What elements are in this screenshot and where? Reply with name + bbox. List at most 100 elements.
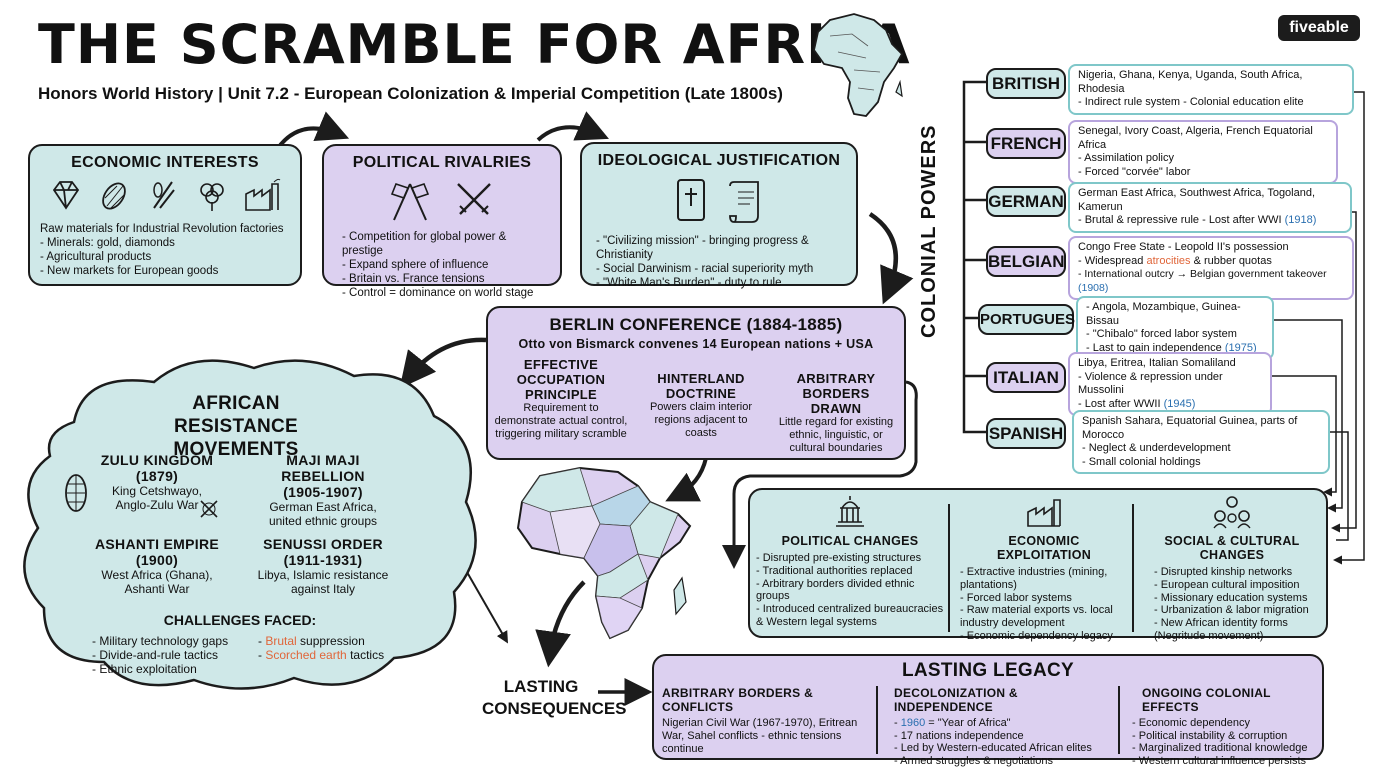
power-info: Congo Free State - Leopold II's possessi… xyxy=(1068,236,1354,300)
power-info: - Angola, Mozambique, Guinea-Bissau- "Ch… xyxy=(1076,296,1274,360)
change-item: Economic dependency legacy xyxy=(960,630,1128,643)
political-item: Competition for global power & prestige xyxy=(342,230,548,258)
political-item: Britain vs. France tensions xyxy=(342,272,548,286)
diamond-icon xyxy=(52,181,79,210)
brand-logo: fiveable xyxy=(1278,15,1360,41)
power-portuguese: PORTUGUESE xyxy=(978,304,1085,335)
legacy-item: Armed struggles & negotiations xyxy=(894,755,1114,768)
resistance-cloud-shape xyxy=(23,359,477,690)
ideological-item: Social Darwinism - racial superiority my… xyxy=(596,262,846,276)
factory-icon xyxy=(1027,499,1061,527)
ideological-justification-box: IDEOLOGICAL JUSTIFICATION "Civilizing mi… xyxy=(580,142,858,289)
challenge-item: Scorched earth tactics xyxy=(258,648,384,662)
power-spanish: SPANISH xyxy=(986,418,1066,449)
rubber-icon xyxy=(153,181,175,209)
arrow-berlin-to-changes xyxy=(722,380,918,569)
power-info: Senegal, Ivory Coast, Algeria, French Eq… xyxy=(1068,120,1338,184)
power-british: BRITISH xyxy=(986,68,1066,99)
scroll-icon xyxy=(729,181,759,223)
political-item: Expand sphere of influence xyxy=(342,258,548,272)
colonial-powers-label: COLONIAL POWERS xyxy=(918,124,940,338)
economic-item: Minerals: gold, diamonds xyxy=(40,236,290,250)
power-info: Spanish Sahara, Equatorial Guinea, parts… xyxy=(1072,410,1330,474)
change-item: Traditional authorities replaced xyxy=(756,565,944,578)
change-item: Introduced centralized bureaucracies & W… xyxy=(756,603,944,629)
zulu-shield-icon xyxy=(65,474,87,512)
colonial-changes-box: POLITICAL CHANGES Disrupted pre-existing… xyxy=(748,488,1328,642)
people-network-icon xyxy=(1213,496,1251,529)
resistance-movement: SENUSSI ORDER (1911-1931) Libya, Islamic… xyxy=(257,536,389,596)
economic-lead: Raw materials for Industrial Revolution … xyxy=(40,223,284,235)
powers-bracket xyxy=(962,80,990,434)
change-item: Disrupted kinship networks xyxy=(1154,566,1322,579)
berlin-subtitle: Otto von Bismarck convenes 14 European n… xyxy=(518,337,874,351)
challenge-item: Ethnic exploitation xyxy=(92,662,228,676)
legacy-column-ongoing: ONGOING COLONIAL EFFECTS Economic depend… xyxy=(1132,686,1318,767)
challenge-item: Divide-and-rule tactics xyxy=(92,648,228,662)
legacy-item: 17 nations independence xyxy=(894,730,1114,743)
political-item: Control = dominance on world stage xyxy=(342,286,548,300)
economic-item: New markets for European goods xyxy=(40,264,290,278)
political-rivalries-box: POLITICAL RIVALRIES Competition for glob… xyxy=(322,144,562,299)
power-belgian: BELGIAN xyxy=(986,246,1066,277)
lasting-consequences-label: LASTING CONSEQUENCES xyxy=(482,677,627,718)
factory-icon xyxy=(245,178,281,211)
economic-icons xyxy=(30,172,300,220)
crossed-swords-icon xyxy=(457,183,491,215)
change-item: Missionary education systems xyxy=(1154,592,1322,605)
africa-partition-map-icon xyxy=(516,466,692,640)
resistance-movement: ASHANTI EMPIRE (1900) West Africa (Ghana… xyxy=(95,536,219,596)
challenges-right-list: Brutal suppression Scorched earth tactic… xyxy=(258,634,384,662)
capitol-icon xyxy=(836,496,864,527)
change-item: Raw material exports vs. local industry … xyxy=(960,604,1128,630)
legacy-item: 1960 = "Year of Africa" xyxy=(894,717,1114,730)
economic-item: Agricultural products xyxy=(40,250,290,264)
change-item: Urbanization & labor migration xyxy=(1154,604,1322,617)
change-item: Extractive industries (mining, plantatio… xyxy=(960,566,1128,592)
arrow-political-to-ideological xyxy=(536,111,609,142)
arrow-map-to-consequences xyxy=(535,580,586,668)
power-info: Nigeria, Ghana, Kenya, Uganda, South Afr… xyxy=(1068,64,1354,115)
legacy-item: Western cultural influence persists xyxy=(1132,755,1318,768)
lasting-legacy-box: LASTING LEGACY ARBITRARY BORDERS & CONFL… xyxy=(652,654,1324,767)
page-subtitle: Honors World History | Unit 7.2 - Europe… xyxy=(38,84,783,103)
legacy-title: LASTING LEGACY xyxy=(901,660,1075,681)
change-item: European cultural imposition xyxy=(1154,579,1322,592)
legacy-item: Economic dependency xyxy=(1132,717,1318,730)
political-icons xyxy=(324,172,560,226)
berlin-principle: ARBITRARY BORDERS DRAWN Little regard fo… xyxy=(778,371,894,454)
resistance-movement: ZULU KINGDOM (1879) King Cetshwayo, Angl… xyxy=(100,452,214,512)
power-info: German East Africa, Southwest Africa, To… xyxy=(1068,182,1352,233)
economic-title: ECONOMIC INTERESTS xyxy=(71,154,259,171)
berlin-principle: HINTERLAND DOCTRINE Powers claim interio… xyxy=(649,371,753,439)
berlin-conference-box: BERLIN CONFERENCE (1884-1885) Otto von B… xyxy=(486,306,906,460)
challenge-item: Military technology gaps xyxy=(92,634,228,648)
legacy-column-borders: ARBITRARY BORDERS & CONFLICTS Nigerian C… xyxy=(662,686,858,755)
berlin-title: BERLIN CONFERENCE (1884-1885) xyxy=(549,315,843,334)
challenge-item: Brutal suppression xyxy=(258,634,384,648)
resistance-movement: MAJI MAJI REBELLION (1905-1907) German E… xyxy=(268,452,378,528)
ideological-item: "Civilizing mission" - bringing progress… xyxy=(596,234,846,262)
arrow-ideological-to-berlin xyxy=(868,212,914,305)
page-title: THE SCRAMBLE FOR AFRICA xyxy=(38,13,911,76)
cotton-icon xyxy=(200,183,224,211)
political-title: POLITICAL RIVALRIES xyxy=(352,154,532,171)
arrow-berlin-to-resistance xyxy=(399,337,487,389)
resistance-title: AFRICAN RESISTANCE MOVEMENTS xyxy=(173,393,299,460)
challenges-left-list: Military technology gaps Divide-and-rule… xyxy=(92,634,228,676)
power-info: Libya, Eritrea, Italian Somaliland- Viol… xyxy=(1068,352,1272,416)
ideological-title: IDEOLOGICAL JUSTIFICATION xyxy=(597,152,841,169)
economic-exploitation-column: ECONOMIC EXPLOITATION Extractive industr… xyxy=(960,494,1128,643)
crossed-flags-icon xyxy=(390,183,430,221)
political-changes-column: POLITICAL CHANGES Disrupted pre-existing… xyxy=(756,494,944,629)
crossed-spears-icon xyxy=(200,500,218,518)
legacy-item: Marginalized traditional knowledge xyxy=(1132,742,1318,755)
change-item: Disrupted pre-existing structures xyxy=(756,552,944,565)
legacy-item: Political instability & corruption xyxy=(1132,730,1318,743)
power-german: GERMAN xyxy=(986,186,1066,217)
cocoa-pod-icon xyxy=(101,182,126,210)
bible-icon xyxy=(677,179,705,221)
social-changes-column: SOCIAL & CULTURAL CHANGES Disrupted kins… xyxy=(1142,494,1322,643)
africa-map-icon xyxy=(813,13,904,117)
